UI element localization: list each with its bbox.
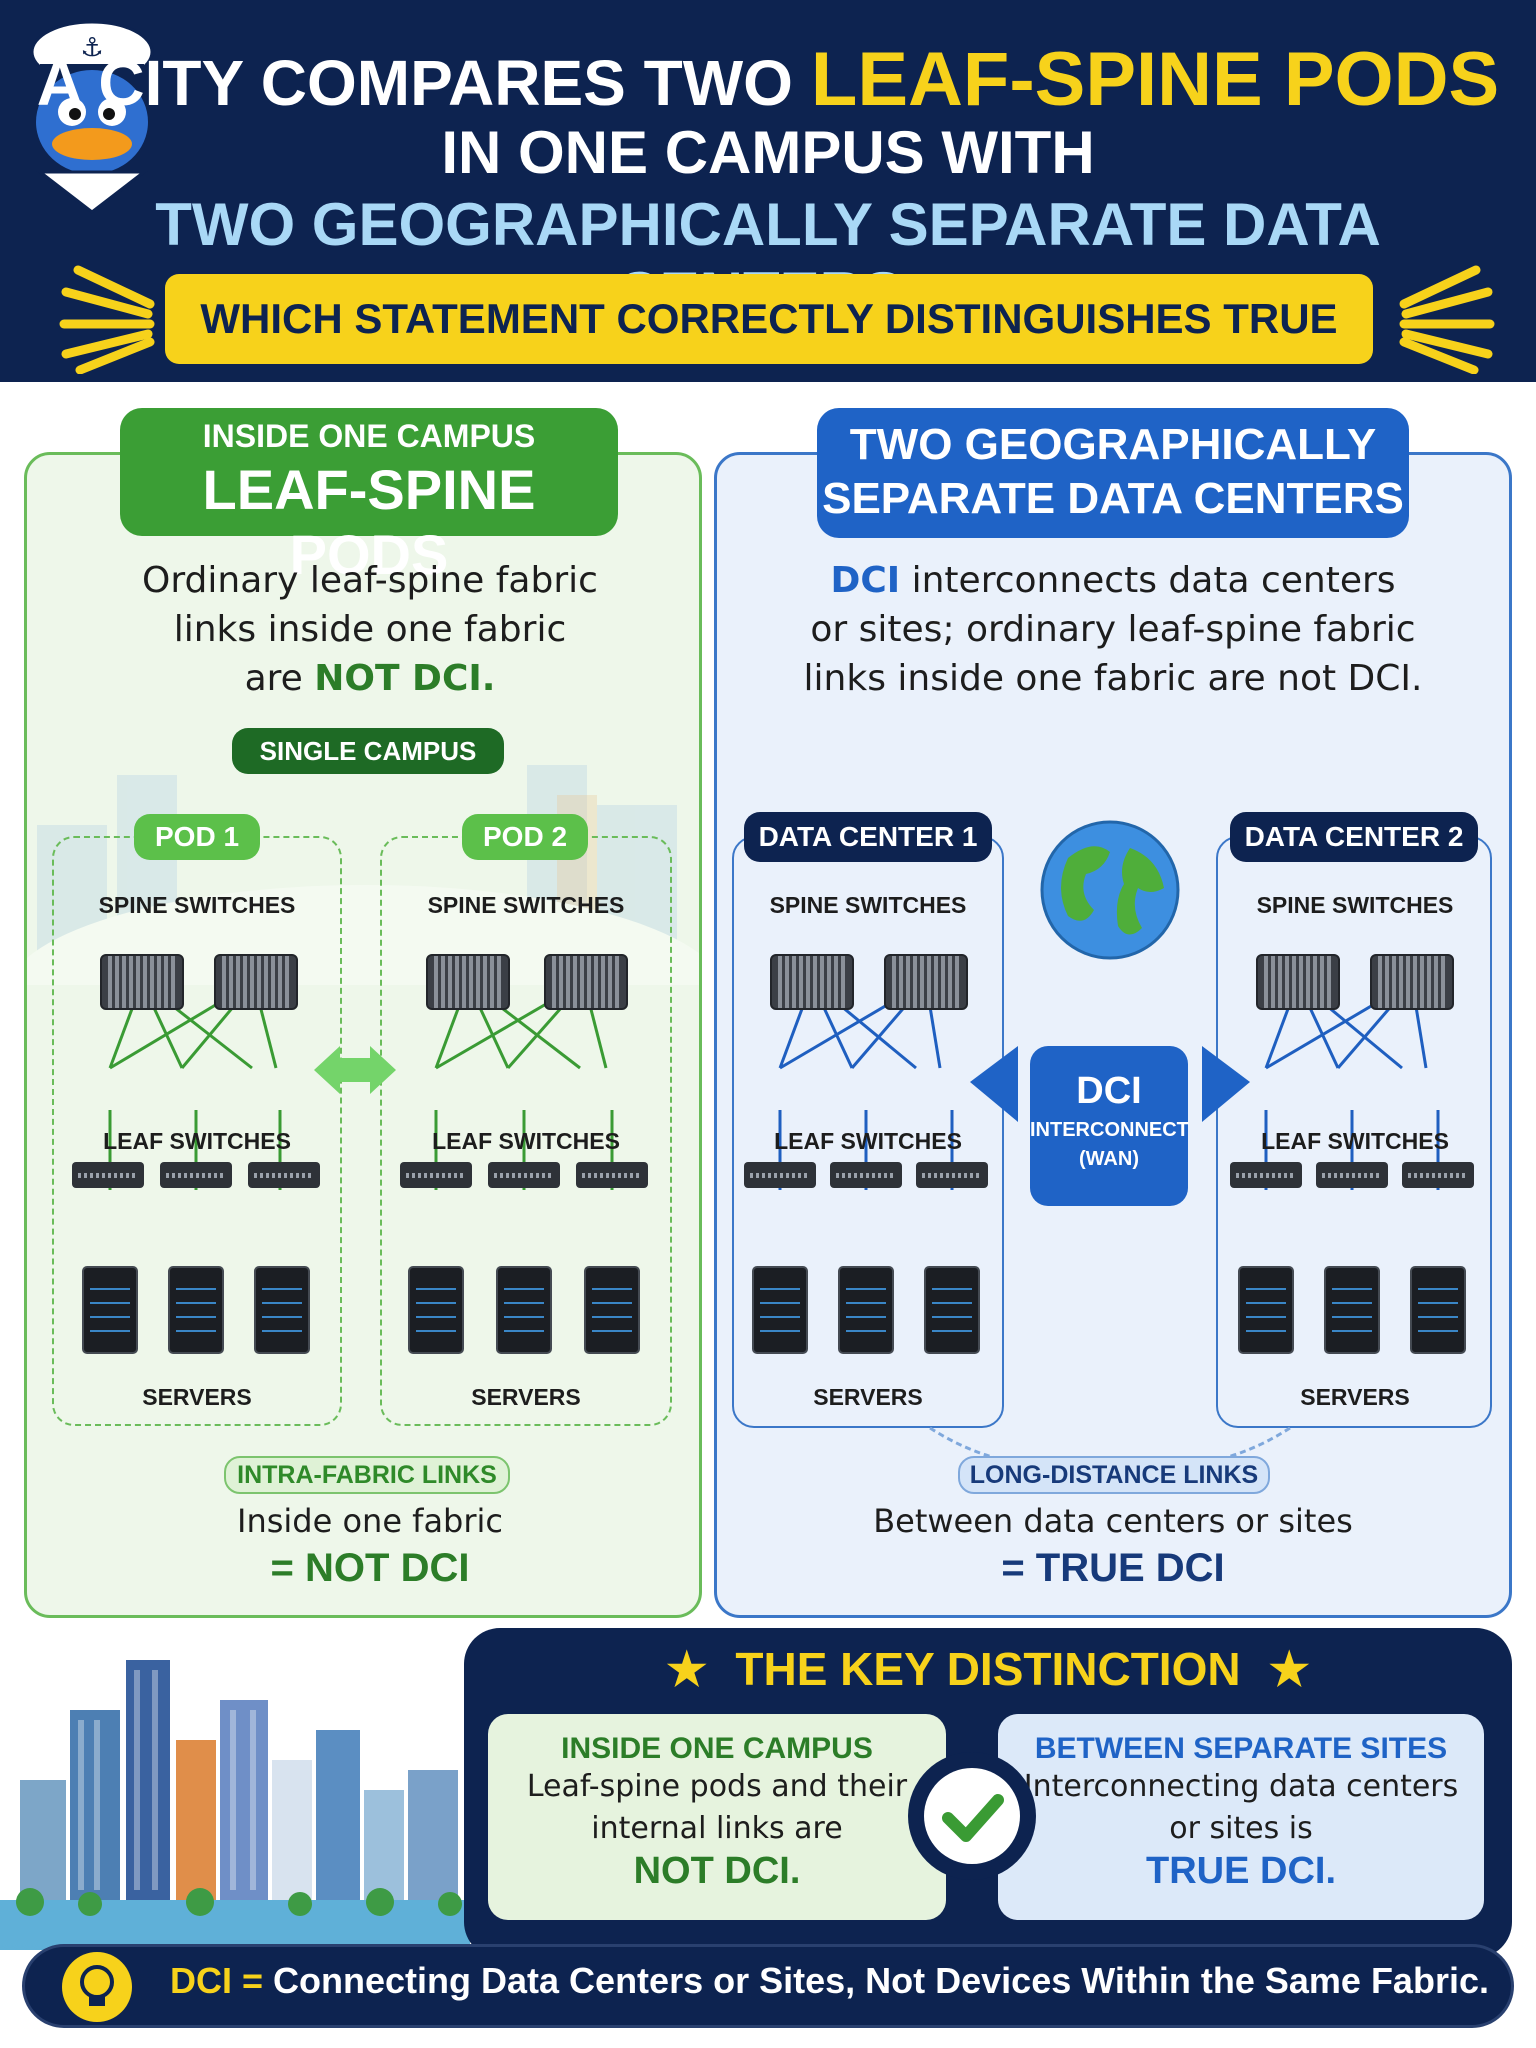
- double-arrow-icon: [314, 1046, 396, 1094]
- leaf-switch: [916, 1162, 988, 1188]
- question-banner: WHICH STATEMENT CORRECTLY DISTINGUISHES …: [165, 274, 1373, 364]
- leaf-switch: [160, 1162, 232, 1188]
- pod-2-spine-label: SPINE SWITCHES: [427, 892, 625, 918]
- star-icon: ★: [666, 1643, 708, 1695]
- pod-1-label: POD 1: [134, 814, 260, 860]
- spine-switch: [1370, 954, 1454, 1010]
- check-icon: [908, 1752, 1036, 1880]
- single-campus-badge: SINGLE CAMPUS: [232, 728, 504, 774]
- left-panel-title: INSIDE ONE CAMPUS LEAF-SPINE PODS: [120, 408, 618, 586]
- leaf-switch: [576, 1162, 648, 1188]
- server: [82, 1266, 138, 1354]
- spine-switch: [884, 954, 968, 1010]
- server: [1238, 1266, 1294, 1354]
- key-card-inside-campus: INSIDE ONE CAMPUS Leaf-spine pods and th…: [488, 1714, 946, 1920]
- right-links-description: Between data centers or sites: [873, 1502, 1353, 1540]
- dc-1-spine-label: SPINE SWITCHES: [769, 892, 967, 918]
- server: [838, 1266, 894, 1354]
- key-distinction-title: ★THE KEY DISTINCTION★: [666, 1643, 1310, 1695]
- spine-switch: [1256, 954, 1340, 1010]
- left-links-description: Inside one fabric: [237, 1502, 503, 1540]
- spine-switch: [770, 954, 854, 1010]
- svg-text:⚓: ⚓: [80, 33, 103, 63]
- left-verdict: = NOT DCI: [270, 1546, 470, 1590]
- leaf-switch: [488, 1162, 560, 1188]
- lightbulb-icon: [62, 1952, 132, 2022]
- dc-1-leaf-label: LEAF SWITCHES: [774, 1128, 962, 1154]
- server: [254, 1266, 310, 1354]
- pod-2-label: POD 2: [462, 814, 588, 860]
- star-icon: ★: [1268, 1643, 1310, 1695]
- data-center-1-label: DATA CENTER 1: [744, 812, 992, 862]
- title-highlight: LEAF-SPINE PODS: [810, 37, 1500, 122]
- pod-1-spine-label: SPINE SWITCHES: [98, 892, 296, 918]
- server: [1324, 1266, 1380, 1354]
- server: [584, 1266, 640, 1354]
- right-panel-title: TWO GEOGRAPHICALLY SEPARATE DATA CENTERS: [817, 408, 1409, 538]
- dc-1-servers-label: SERVERS: [813, 1384, 923, 1410]
- server: [496, 1266, 552, 1354]
- leaf-switch: [1316, 1162, 1388, 1188]
- spine-switch: [426, 954, 510, 1010]
- title-line-2: IN ONE CAMPUS WITH: [441, 119, 1095, 186]
- dc-2-leaf-label: LEAF SWITCHES: [1261, 1128, 1449, 1154]
- leaf-switch: [1230, 1162, 1302, 1188]
- right-panel: [714, 452, 1512, 1618]
- leaf-switch: [1402, 1162, 1474, 1188]
- leaf-switch: [830, 1162, 902, 1188]
- leaf-switch: [400, 1162, 472, 1188]
- footer-text: DCI = Connecting Data Centers or Sites, …: [170, 1960, 1489, 2001]
- footer-banner: [22, 1944, 1514, 2028]
- pod-2-servers-label: SERVERS: [471, 1384, 581, 1410]
- globe-icon: [1040, 820, 1180, 960]
- city-skyline: [0, 1660, 470, 1950]
- data-center-2-label: DATA CENTER 2: [1230, 812, 1478, 862]
- left-panel: [24, 452, 702, 1618]
- faint-city-backdrop: [27, 765, 699, 985]
- server: [408, 1266, 464, 1354]
- pod-1-leaf-label: LEAF SWITCHES: [103, 1128, 291, 1154]
- left-panel-description: Ordinary leaf-spine fabric links inside …: [142, 560, 598, 699]
- long-distance-link-arcs: [929, 1426, 1291, 1466]
- spine-switch: [544, 954, 628, 1010]
- sunburst-icon: [59, 265, 155, 374]
- intra-fabric-links-badge: INTRA-FABRIC LINKS: [224, 1456, 510, 1494]
- sunburst-icon: [1399, 265, 1495, 374]
- dc-2-spine-label: SPINE SWITCHES: [1256, 892, 1454, 918]
- leaf-switch: [248, 1162, 320, 1188]
- pod-2-leaf-label: LEAF SWITCHES: [432, 1128, 620, 1154]
- server: [924, 1266, 980, 1354]
- dc-2-servers-label: SERVERS: [1300, 1384, 1410, 1410]
- server: [168, 1266, 224, 1354]
- pod-1-servers-label: SERVERS: [142, 1384, 252, 1410]
- sailor-duck-mascot: ⚓: [30, 20, 154, 214]
- dci-interconnect-box: DCI INTERCONNECT (WAN): [1030, 1046, 1189, 1206]
- leaf-switch: [744, 1162, 816, 1188]
- right-panel-description: DCI interconnects data centers or sites;…: [803, 560, 1423, 699]
- server: [752, 1266, 808, 1354]
- key-card-separate-sites: BETWEEN SEPARATE SITES Interconnecting d…: [998, 1714, 1484, 1920]
- spine-switch: [214, 954, 298, 1010]
- server: [1410, 1266, 1466, 1354]
- right-verdict: = TRUE DCI: [1001, 1546, 1225, 1590]
- leaf-switch: [72, 1162, 144, 1188]
- long-distance-links-badge: LONG-DISTANCE LINKS: [958, 1456, 1270, 1494]
- spine-switch: [100, 954, 184, 1010]
